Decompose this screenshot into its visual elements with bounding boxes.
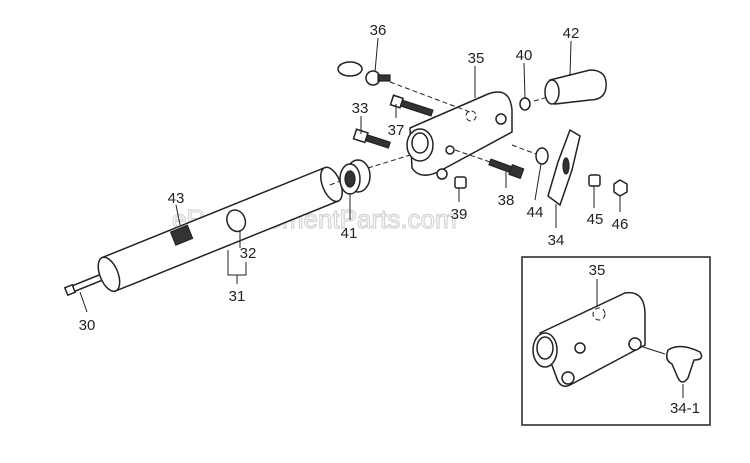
callout-34: 34	[548, 232, 565, 249]
callout-30: 30	[79, 317, 96, 334]
part-33-bolt	[352, 128, 391, 149]
part-41-bearing	[339, 159, 371, 195]
part-42-sleeve	[544, 69, 607, 105]
callout-43: 43	[168, 190, 185, 207]
part-39-nut	[454, 176, 467, 189]
part-30-shaft-tube	[63, 166, 343, 297]
callout-39: 39	[451, 206, 468, 223]
part-40-ring	[519, 97, 531, 111]
inset-part-34-1-knob	[665, 345, 703, 383]
callout-36: 36	[370, 22, 387, 39]
callout-38: 38	[498, 192, 515, 209]
callout-44: 44	[527, 204, 544, 221]
inset-callout-34-1: 34-1	[670, 400, 700, 417]
callout-40: 40	[516, 47, 533, 64]
part-45-nut	[588, 174, 601, 187]
callout-46: 46	[612, 216, 629, 233]
part-36-eye-bolt	[337, 61, 391, 86]
part-37-bolt	[389, 94, 434, 117]
part-44-washer	[535, 147, 549, 165]
part-46-cap-nut	[613, 179, 628, 197]
callout-45: 45	[587, 211, 604, 228]
part-38-screw	[488, 158, 525, 180]
callout-41: 41	[341, 225, 358, 242]
callout-42: 42	[563, 25, 580, 42]
inset-part-35-housing	[532, 291, 646, 388]
callout-37: 37	[388, 122, 405, 139]
callout-32: 32	[240, 245, 257, 262]
inset-callout-35: 35	[589, 262, 606, 279]
leader-lines	[79, 37, 621, 313]
part-43-label-decal	[169, 224, 194, 246]
callout-33: 33	[352, 100, 369, 117]
part-35-housing	[406, 91, 513, 180]
callout-35: 35	[468, 50, 485, 67]
inset-detail: 35 34-1	[521, 256, 711, 426]
callout-31: 31	[229, 288, 246, 305]
